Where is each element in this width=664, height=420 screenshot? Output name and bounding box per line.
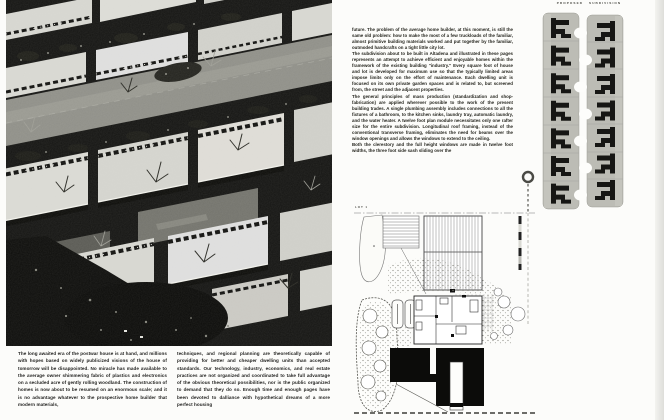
page-edge-shadow <box>655 0 664 420</box>
house-plan <box>413 295 483 345</box>
left-caption-column-2: techniques, and regional planning are th… <box>177 351 330 408</box>
site-plan-svg <box>542 12 624 210</box>
article-paragraph: Both the clerestory and the full height … <box>352 141 513 153</box>
tree-circles-right <box>490 287 526 340</box>
entry-courts <box>574 27 592 201</box>
survey-marker <box>519 166 537 218</box>
floor-plan-svg <box>354 212 535 414</box>
site-plan-drawing <box>541 11 625 213</box>
site-plan-caption: PROPOSED SUBDIVISION <box>556 1 622 5</box>
lawn-shape <box>359 214 386 283</box>
north-arrow-icon <box>521 170 535 214</box>
floor-plan-caption: LOT 1 <box>355 204 369 209</box>
shrub-mass-left <box>355 297 399 412</box>
roof-shadow-mass <box>390 348 484 413</box>
aerial-model-photograph <box>6 0 332 346</box>
photo-illustration <box>6 0 332 346</box>
article-paragraph: The general principles of mass productio… <box>352 93 513 141</box>
lawn-marker <box>373 245 375 247</box>
article-paragraph: future. The problem of the average home … <box>352 27 513 51</box>
left-caption-column-1: The long awaited era of the postwar hous… <box>18 351 167 408</box>
article-paragraph: The subdivision about to be built in Alt… <box>352 51 513 93</box>
article-text-column: future. The problem of the average home … <box>352 27 513 189</box>
film-grain-overlay <box>6 0 332 346</box>
floor-plan-drawing <box>352 204 537 416</box>
car-outlines <box>391 299 417 329</box>
scale-bar <box>518 216 522 270</box>
